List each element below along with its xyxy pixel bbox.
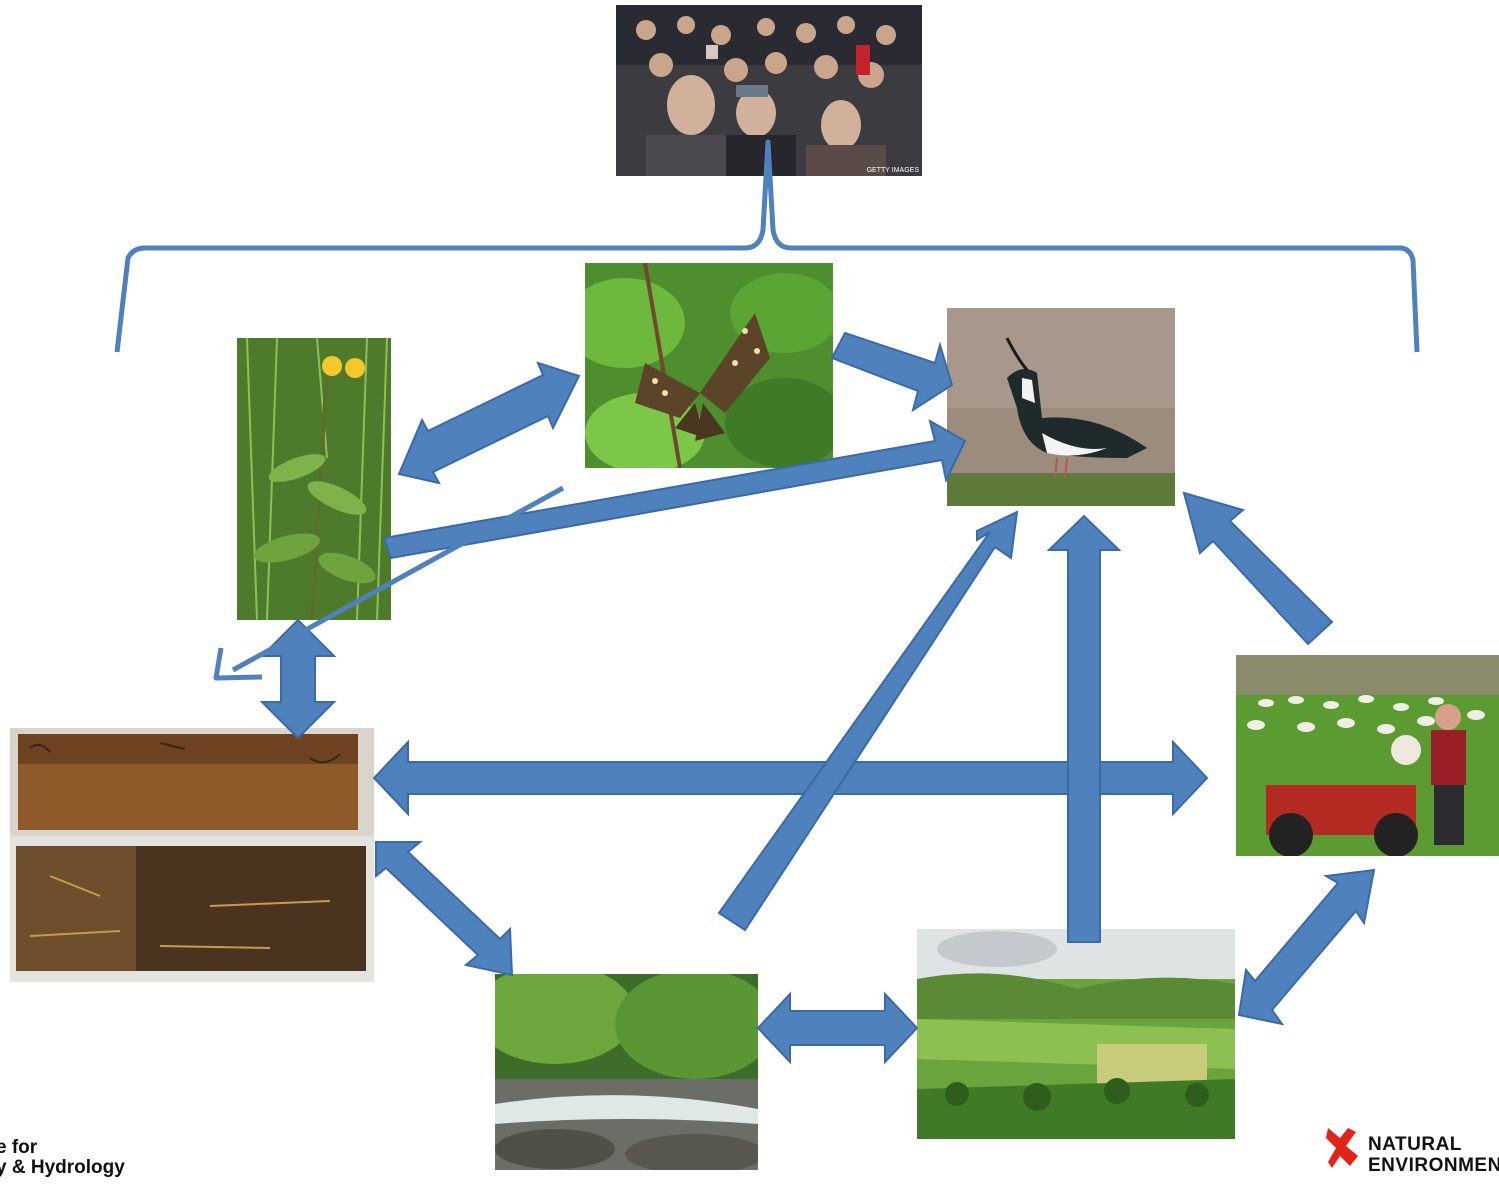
watermark-text: GETTY IMAGES <box>866 167 919 174</box>
soil-core-top-photo <box>10 728 374 836</box>
river-photo <box>495 974 758 1170</box>
ceh-logo-text: e for y & Hydrology <box>0 1138 125 1178</box>
lapwing-photo <box>947 308 1175 506</box>
nerc-mark-icon <box>1326 1128 1358 1168</box>
butterfly-photo <box>585 263 833 468</box>
plant-photo <box>237 338 391 620</box>
landscape-photo <box>917 929 1235 1139</box>
logo-line-2: y & Hydrology <box>0 1157 125 1178</box>
arrow-soil-farmer <box>372 739 1209 817</box>
nerc-line-2: ENVIRONMENT <box>1368 1155 1499 1176</box>
people-photo: GETTY IMAGES <box>616 5 922 176</box>
soil-core-bottom-photo <box>10 836 374 982</box>
arrow-river-lapwing <box>717 510 1019 932</box>
arrow-plant-lapwing <box>382 418 967 560</box>
brace <box>114 139 1420 353</box>
nerc-logo: NATURAL ENVIRONMENT <box>1326 1124 1499 1184</box>
logo-line-1: e for <box>0 1137 38 1158</box>
arrow-plant-butterfly <box>397 361 581 485</box>
arrow-farmer-lapwing <box>1182 491 1334 646</box>
arrow-landscape-lapwing <box>1046 514 1122 943</box>
arrow-butterfly-soil <box>213 485 565 681</box>
arrow-landscape-farmer <box>1237 868 1376 1026</box>
farmer-photo <box>1236 655 1499 856</box>
arrow-plant-soil <box>259 618 337 740</box>
arrow-soil-river <box>375 841 514 977</box>
arrow-butterfly-lapwing <box>830 331 954 413</box>
nerc-line-1: NATURAL <box>1368 1134 1462 1155</box>
arrow-river-landscape <box>756 991 919 1065</box>
